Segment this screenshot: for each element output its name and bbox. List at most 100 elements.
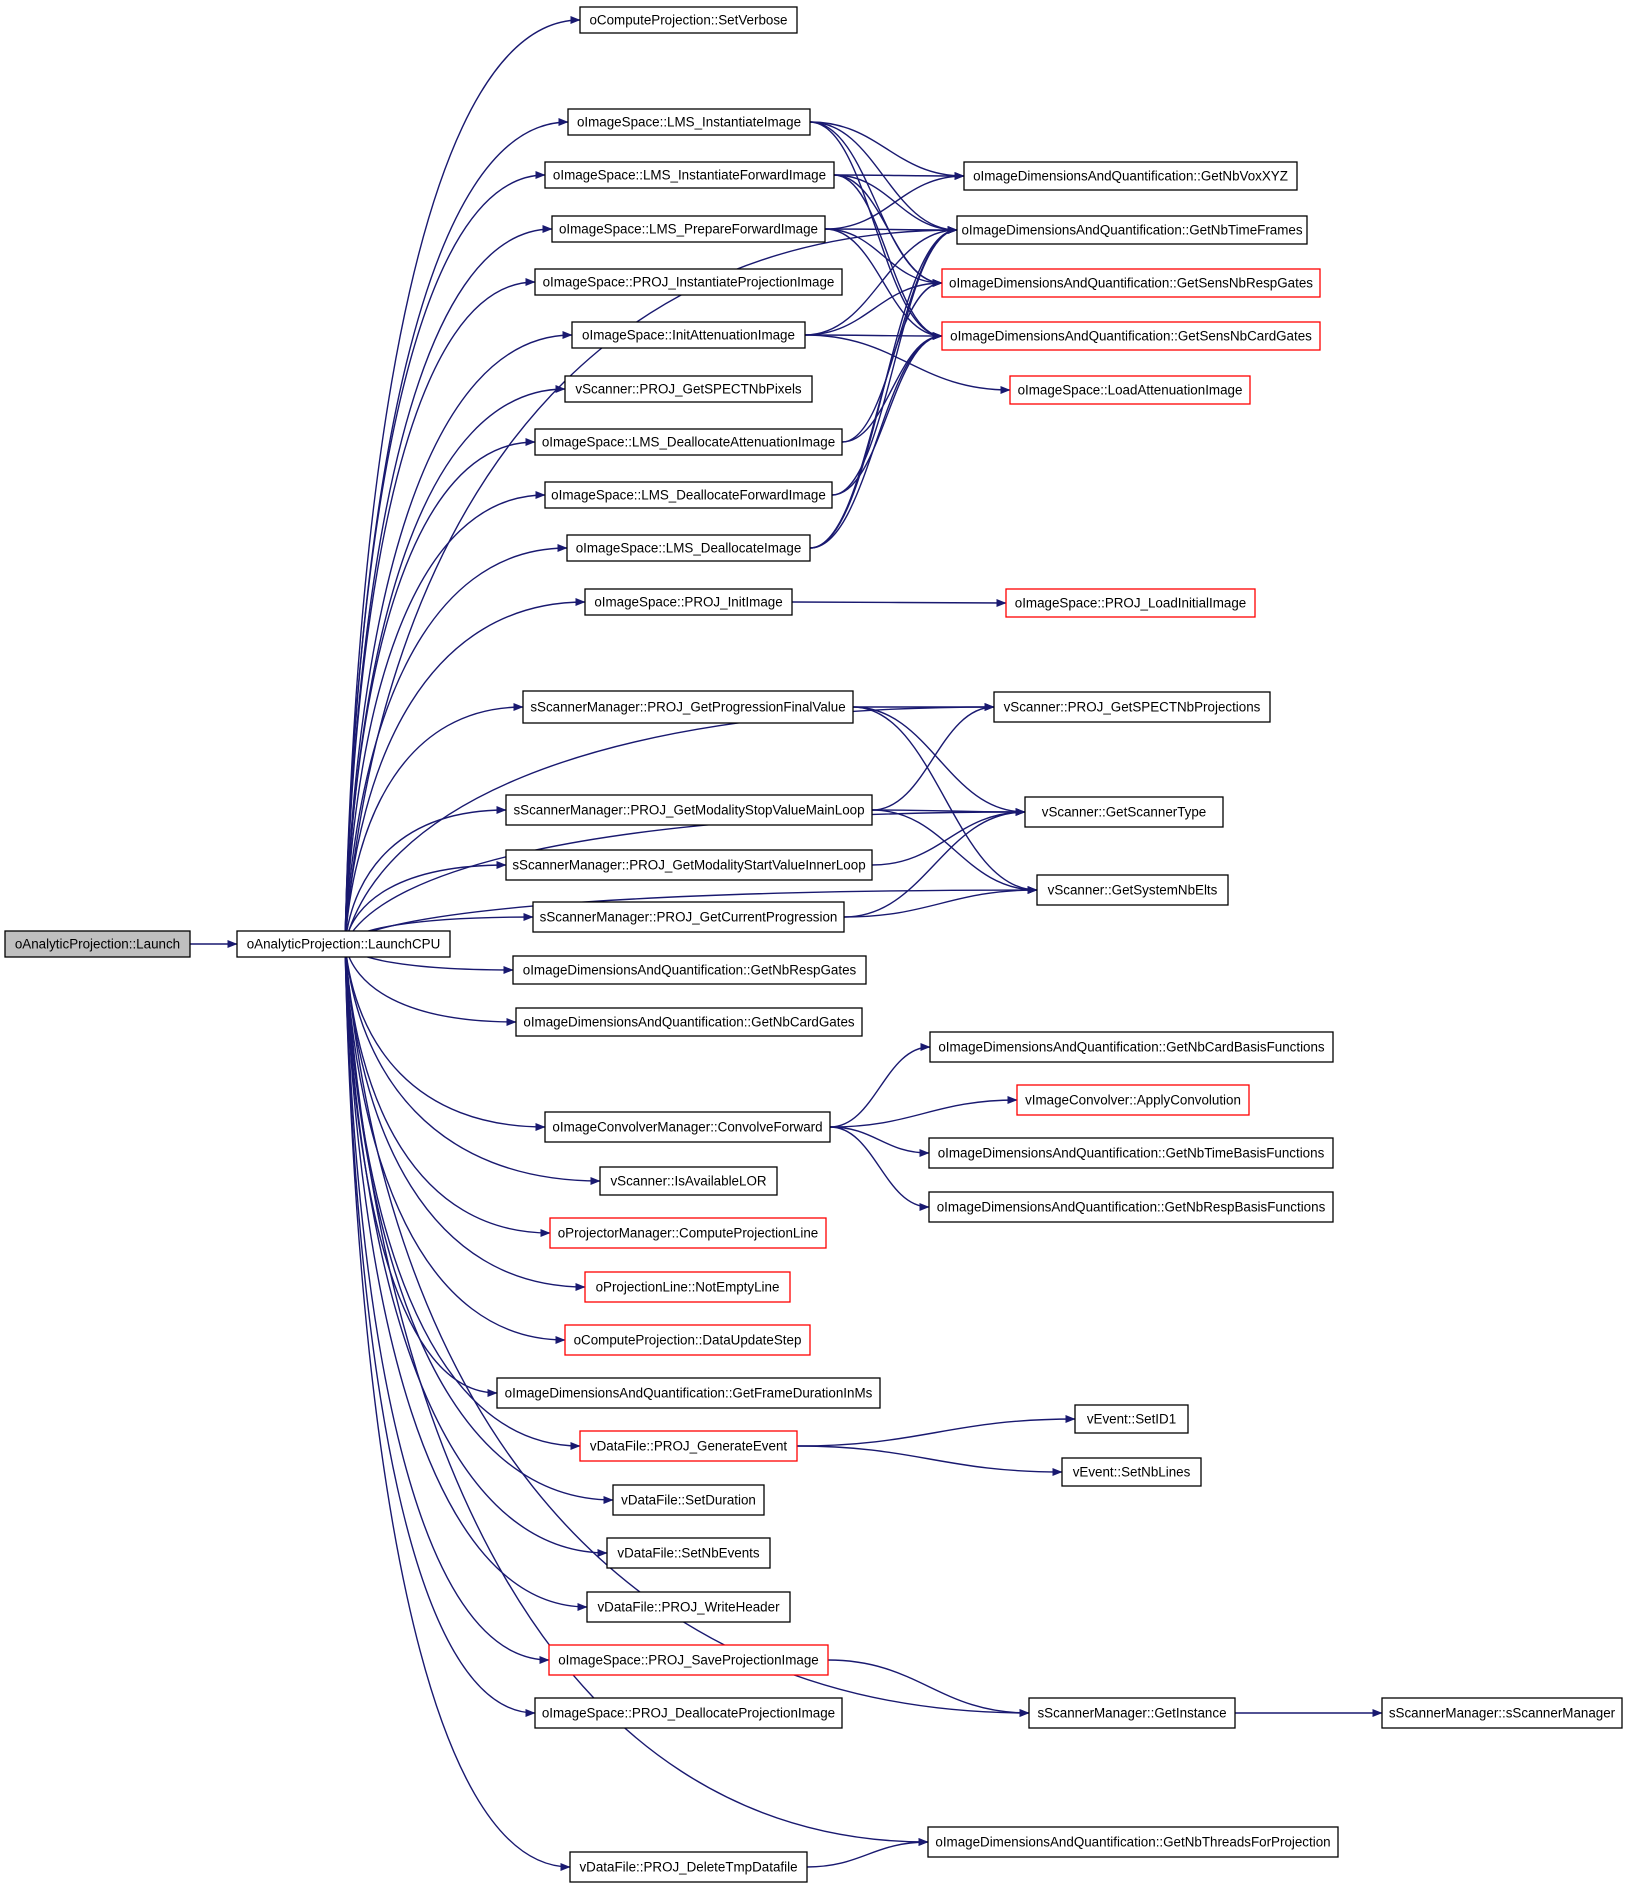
node-card-basis[interactable]: oImageDimensionsAndQuantification::GetNb…	[929, 1031, 1334, 1063]
node-comp-proj-line[interactable]: oProjectorManager::ComputeProjectionLine	[549, 1217, 827, 1249]
node-box	[1016, 1084, 1250, 1116]
node-data-update[interactable]: oComputeProjection::DataUpdateStep	[564, 1324, 811, 1356]
node-sys-nb-elts[interactable]: vScanner::GetSystemNbElts	[1036, 874, 1229, 906]
node-box	[544, 481, 833, 509]
node-del-tmp[interactable]: vDataFile::PROJ_DeleteTmpDatafile	[569, 1851, 808, 1883]
node-load-att[interactable]: oImageSpace::LoadAttenuationImage	[1009, 375, 1251, 405]
node-conv-fwd[interactable]: oImageConvolverManager::ConvolveForward	[544, 1111, 831, 1143]
node-nb-resp-gates[interactable]: oImageDimensionsAndQuantification::GetNb…	[512, 955, 867, 985]
node-box	[512, 955, 867, 985]
node-box	[599, 1166, 778, 1196]
node-label: sScannerManager::PROJ_GetModalityStopVal…	[513, 803, 864, 818]
edge	[344, 943, 566, 1344]
node-gen-event[interactable]: vDataFile::PROJ_GenerateEvent	[579, 1430, 798, 1462]
node-lms-dealloc-att[interactable]: oImageSpace::LMS_DeallocateAttenuationIm…	[534, 428, 843, 456]
node-prog-final[interactable]: sScannerManager::PROJ_GetProgressionFina…	[522, 690, 854, 724]
node-set-nb-events[interactable]: vDataFile::SetNbEvents	[606, 1537, 771, 1569]
edge-del_tmp-to-nb_threads	[806, 1838, 929, 1868]
node-setverbose[interactable]: oComputeProjection::SetVerbose	[579, 6, 798, 34]
node-save-proj[interactable]: oImageSpace::PROJ_SaveProjectionImage	[548, 1644, 829, 1676]
node-box	[956, 215, 1308, 245]
edge	[829, 1126, 930, 1211]
node-set-duration[interactable]: vDataFile::SetDuration	[612, 1484, 765, 1516]
node-box	[612, 1484, 765, 1516]
node-box	[579, 6, 798, 34]
node-label: oComputeProjection::SetVerbose	[589, 13, 787, 28]
node-write-header[interactable]: vDataFile::PROJ_WriteHeader	[586, 1591, 791, 1623]
node-label: vScanner::GetSystemNbElts	[1048, 883, 1218, 898]
node-avail-lor[interactable]: vScanner::IsAvailableLOR	[599, 1166, 778, 1196]
node-resp-basis[interactable]: oImageDimensionsAndQuantification::GetNb…	[928, 1191, 1334, 1223]
node-nb-threads[interactable]: oImageDimensionsAndQuantification::GetNb…	[927, 1826, 1339, 1858]
node-not-empty[interactable]: oProjectionLine::NotEmptyLine	[584, 1271, 791, 1303]
node-init-att[interactable]: oImageSpace::InitAttenuationImage	[571, 321, 806, 349]
edge-launchcpu-to-lms_dealloc_img	[344, 544, 568, 945]
edge	[827, 1659, 1030, 1717]
node-box	[551, 215, 826, 243]
node-box	[1009, 375, 1251, 405]
edge-proj_init_img-to-load_initial	[791, 598, 1007, 607]
edge-launchcpu-to-proj_init_img	[344, 598, 586, 945]
node-apply-conv[interactable]: vImageConvolver::ApplyConvolution	[1016, 1084, 1250, 1116]
node-box	[534, 428, 843, 456]
node-label: oImageDimensionsAndQuantification::GetNb…	[938, 1040, 1325, 1055]
edge	[843, 886, 1038, 918]
node-get-instance[interactable]: sScannerManager::GetInstance	[1028, 1697, 1236, 1729]
edge-start_inner-to-scanner_type	[871, 808, 1026, 866]
node-proj-init-img[interactable]: oImageSpace::PROJ_InitImage	[584, 588, 793, 616]
node-lms-prep-fwd[interactable]: oImageSpace::LMS_PrepareForwardImage	[551, 215, 826, 243]
node-label: sScannerManager::sScannerManager	[1389, 1706, 1616, 1721]
node-label: vDataFile::SetNbEvents	[617, 1546, 759, 1561]
edge-cur_prog-to-sys_nb_elts	[843, 886, 1038, 918]
node-frame-dur[interactable]: oImageDimensionsAndQuantification::GetFr…	[496, 1377, 881, 1409]
node-spect-pix[interactable]: vScanner::PROJ_GetSPECTNbPixels	[564, 375, 813, 403]
node-stop-main[interactable]: sScannerManager::PROJ_GetModalityStopVal…	[505, 794, 873, 826]
node-nb-time-frames[interactable]: oImageDimensionsAndQuantification::GetNb…	[956, 215, 1308, 245]
edge-lms_inst_fwd-to-nb_vox	[833, 171, 965, 180]
node-scanner-type[interactable]: vScanner::GetScannerType	[1024, 796, 1224, 828]
node-start-inner[interactable]: sScannerManager::PROJ_GetModalityStartVa…	[505, 849, 873, 881]
node-sscanner-ctor[interactable]: sScannerManager::sScannerManager	[1381, 1697, 1623, 1729]
node-load-initial[interactable]: oImageSpace::PROJ_LoadInitialImage	[1005, 588, 1256, 618]
node-label: sScannerManager::GetInstance	[1037, 1706, 1226, 1721]
node-label: oImageDimensionsAndQuantification::GetNb…	[938, 1146, 1325, 1161]
node-launch[interactable]: oAnalyticProjection::Launch	[4, 930, 191, 958]
node-dealloc-proj[interactable]: oImageSpace::PROJ_DeallocateProjectionIm…	[534, 1697, 843, 1729]
node-sens-card[interactable]: oImageDimensionsAndQuantification::GetSe…	[941, 321, 1321, 351]
node-label: vDataFile::PROJ_WriteHeader	[597, 1600, 780, 1615]
node-label: oImageSpace::LoadAttenuationImage	[1018, 383, 1243, 398]
node-set-nb-lines[interactable]: vEvent::SetNbLines	[1061, 1457, 1202, 1487]
node-spect-proj[interactable]: vScanner::PROJ_GetSPECTNbProjections	[993, 691, 1271, 723]
edge	[806, 1838, 929, 1868]
edge	[871, 703, 995, 811]
edge	[829, 1043, 931, 1128]
node-time-basis[interactable]: oImageDimensionsAndQuantification::GetNb…	[928, 1137, 1334, 1169]
edge-launchcpu-to-lms_inst_fwd	[344, 171, 546, 945]
edge-lms_dealloc_fwd-to-nb_time_frames	[831, 226, 958, 496]
edge-stop_main-to-spect_proj	[871, 703, 995, 811]
node-label: oImageSpace::LMS_InstantiateImage	[577, 115, 801, 130]
node-nb-card-gates[interactable]: oImageDimensionsAndQuantification::GetNb…	[515, 1007, 863, 1037]
node-box	[927, 1826, 1339, 1858]
node-label: vScanner::PROJ_GetSPECTNbProjections	[1004, 700, 1261, 715]
edge	[809, 332, 943, 549]
edge	[344, 225, 553, 945]
edge	[344, 943, 601, 1185]
node-sens-resp[interactable]: oImageDimensionsAndQuantification::GetSe…	[941, 268, 1321, 298]
edge	[833, 171, 965, 180]
node-lms-dealloc-fwd[interactable]: oImageSpace::LMS_DeallocateForwardImage	[544, 481, 833, 509]
node-proj-inst-proj[interactable]: oImageSpace::PROJ_InstantiateProjectionI…	[534, 268, 843, 296]
node-label: oAnalyticProjection::Launch	[15, 937, 180, 952]
node-lms-inst-img[interactable]: oImageSpace::LMS_InstantiateImage	[567, 108, 811, 136]
node-lms-dealloc-img[interactable]: oImageSpace::LMS_DeallocateImage	[566, 534, 811, 562]
node-cur-prog[interactable]: sScannerManager::PROJ_GetCurrentProgress…	[532, 901, 845, 933]
edge-stop_main-to-scanner_type	[871, 807, 1026, 816]
node-nb-vox[interactable]: oImageDimensionsAndQuantification::GetNb…	[963, 161, 1298, 191]
node-label: vScanner::IsAvailableLOR	[610, 1174, 766, 1189]
node-set-id1[interactable]: vEvent::SetID1	[1074, 1404, 1189, 1434]
node-lms-inst-fwd[interactable]: oImageSpace::LMS_InstantiateForwardImage	[544, 161, 835, 189]
edge-launchcpu-to-set_duration	[344, 943, 614, 1504]
node-box	[584, 1271, 791, 1303]
node-launchcpu[interactable]: oAnalyticProjection::LaunchCPU	[236, 930, 451, 958]
